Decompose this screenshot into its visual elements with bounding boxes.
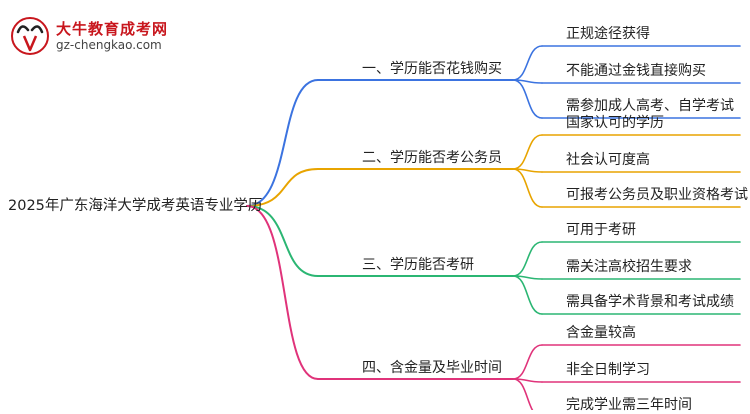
site-logo[interactable]: 大牛教育成考网 gz-chengkao.com [10, 16, 210, 56]
branch-label: 三、学历能否考研 [362, 257, 474, 273]
leaf-label: 非全日制学习 [566, 362, 650, 378]
leaf-label: 需关注高校招生要求 [566, 259, 692, 275]
leaf-label: 含金量较高 [566, 325, 636, 341]
root-topic: 2025年广东海洋大学成考英语专业学历 [8, 198, 263, 214]
leaf-label: 需参加成人高考、自学考试 [566, 98, 734, 114]
logo-url: gz-chengkao.com [56, 38, 162, 52]
leaf-label: 可报考公务员及职业资格考试 [566, 187, 748, 203]
leaf-connector [512, 275, 543, 315]
leaf-label: 国家认可的学历 [566, 115, 664, 131]
branch-connector [246, 205, 319, 277]
branch-connector [246, 205, 319, 380]
leaf-connector [512, 45, 543, 81]
leaf-connector [512, 79, 543, 119]
leaf-connector [512, 241, 543, 277]
leaf-connector [512, 344, 543, 380]
leaf-label: 社会认可度高 [566, 152, 650, 168]
branch-label: 一、学历能否花钱购买 [362, 61, 502, 77]
leaf-label: 不能通过金钱直接购买 [566, 63, 706, 79]
branch-connector [246, 79, 319, 207]
leaf-connector [512, 378, 534, 410]
leaf-label: 完成学业需三年时间 [566, 397, 692, 413]
branch-connector [246, 168, 319, 207]
branch-label: 二、学历能否考公务员 [362, 150, 502, 166]
leaf-connector [512, 168, 543, 208]
leaf-label: 需具备学术背景和考试成绩 [566, 294, 734, 310]
bull-head-logo-icon [11, 17, 49, 55]
leaf-label: 正规途径获得 [566, 26, 650, 42]
leaf-label: 可用于考研 [566, 222, 636, 238]
logo-title: 大牛教育成考网 [56, 20, 169, 38]
leaf-connector [512, 134, 543, 170]
branch-label: 四、含金量及毕业时间 [362, 360, 502, 376]
